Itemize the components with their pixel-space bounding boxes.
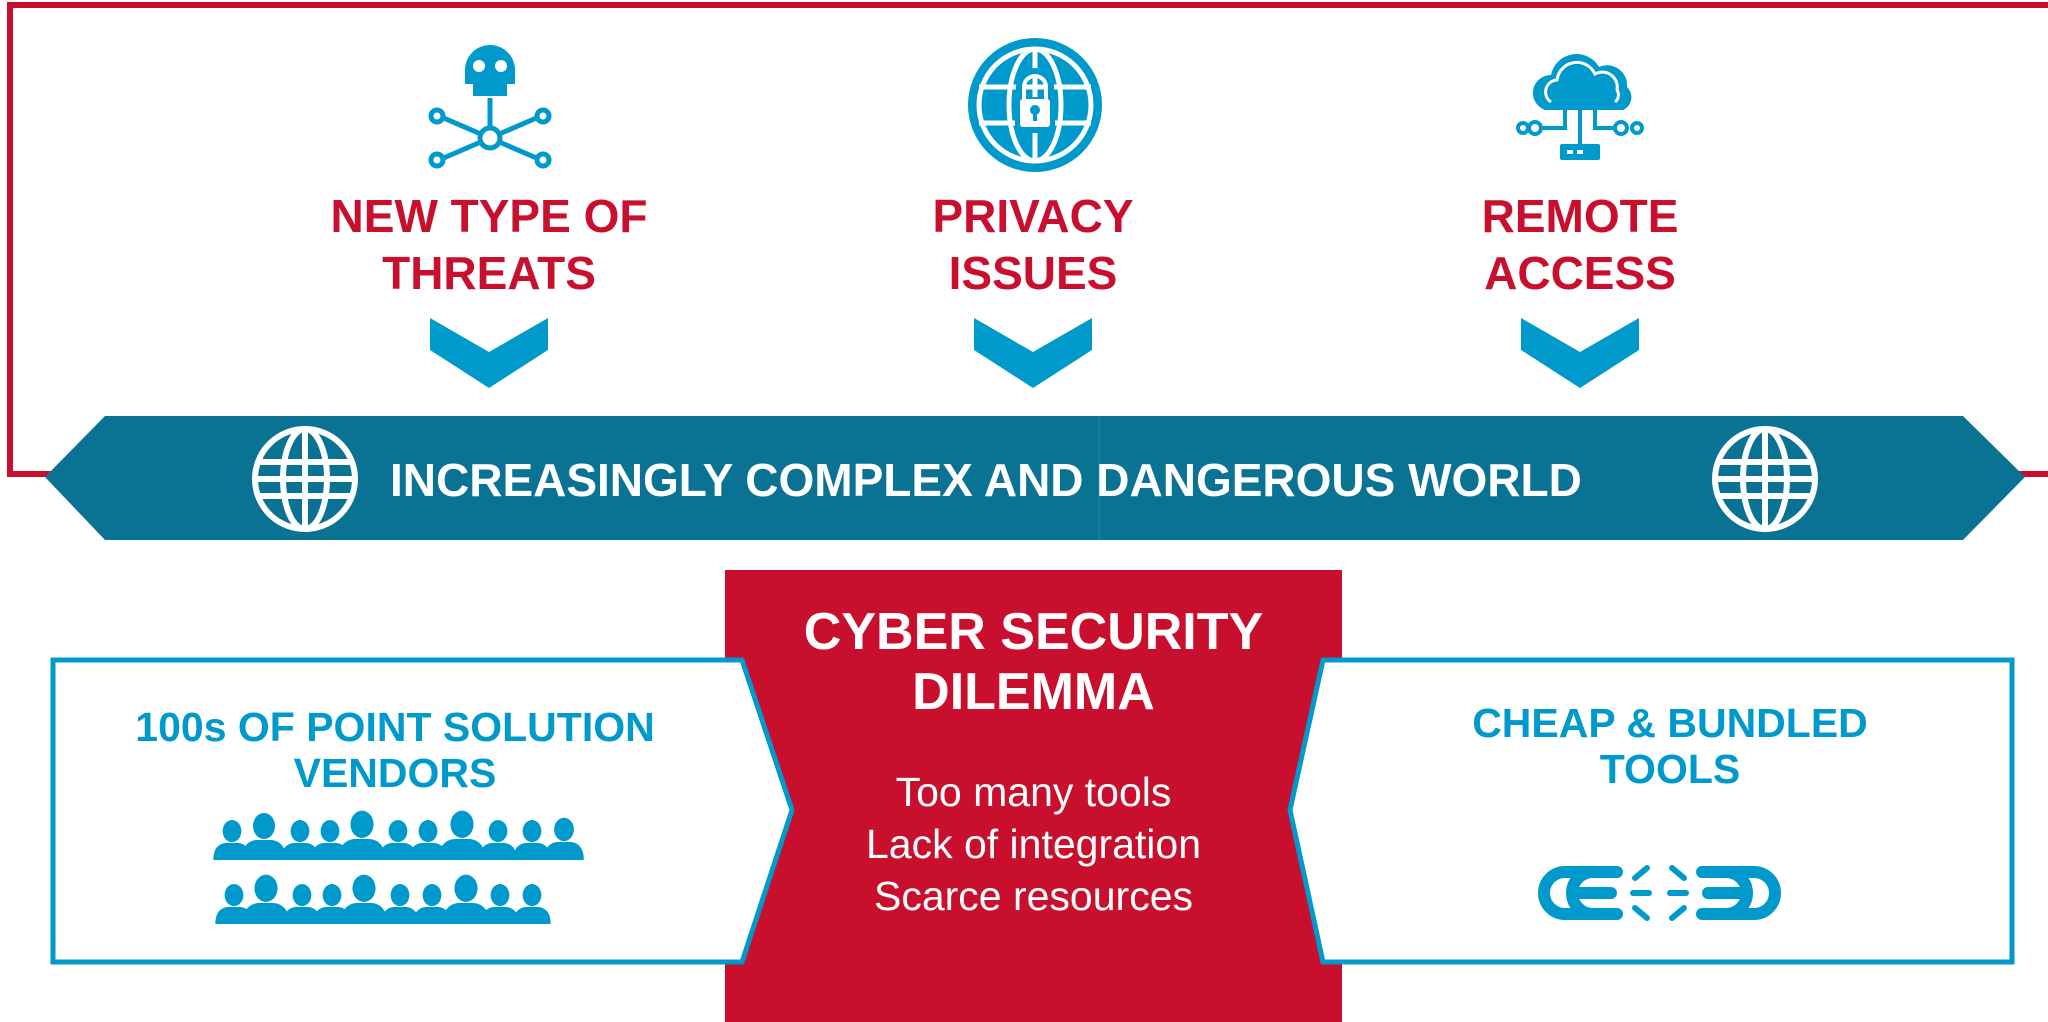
threat-title-line: ISSUES bbox=[948, 247, 1118, 299]
person-silhouette bbox=[381, 884, 419, 924]
skull-network-icon bbox=[428, 45, 552, 169]
person-silhouette bbox=[409, 820, 447, 860]
person-silhouette bbox=[281, 820, 319, 860]
threat-title-line: ACCESS bbox=[1484, 247, 1676, 299]
left-panel-title-line: 100s OF POINT SOLUTION bbox=[135, 704, 655, 750]
chevron-down-icon bbox=[974, 318, 1092, 388]
person-silhouette bbox=[213, 820, 251, 860]
right-panel bbox=[1287, 657, 2015, 965]
people-crowd-icon bbox=[213, 810, 584, 924]
person-silhouette bbox=[544, 817, 584, 860]
right-panel-title: CHEAP & BUNDLED TOOLS bbox=[1380, 700, 1960, 792]
banner-band bbox=[45, 416, 2025, 540]
person-silhouette bbox=[338, 810, 386, 860]
person-silhouette bbox=[379, 820, 417, 860]
cloud-network-icon bbox=[1516, 54, 1644, 160]
threat-title-line: THREATS bbox=[382, 247, 596, 299]
chevron-down-icon bbox=[430, 318, 548, 388]
person-silhouette bbox=[479, 820, 517, 860]
person-silhouette bbox=[481, 884, 519, 924]
threat-title-privacy: PRIVACY ISSUES bbox=[823, 188, 1243, 302]
dilemma-title: CYBER SECURITY DILEMMA bbox=[725, 602, 1342, 722]
threat-title-remote-access: REMOTE ACCESS bbox=[1370, 188, 1790, 302]
dilemma-block bbox=[725, 570, 1342, 1022]
broken-chain-icon bbox=[1538, 865, 1781, 921]
dilemma-points: Too many tools Lack of integration Scarc… bbox=[725, 766, 1342, 922]
left-panel-title: 100s OF POINT SOLUTION VENDORS bbox=[90, 704, 700, 796]
globe-icon bbox=[1712, 426, 1818, 532]
threat-title-line: NEW TYPE OF bbox=[330, 190, 648, 242]
globe-lock-icon bbox=[968, 38, 1102, 172]
person-silhouette bbox=[442, 874, 490, 924]
right-panel-title-line: CHEAP & BUNDLED bbox=[1472, 700, 1868, 746]
dilemma-point: Lack of integration bbox=[865, 821, 1202, 867]
dilemma-title-line: DILEMMA bbox=[912, 663, 1155, 721]
threat-title-line: PRIVACY bbox=[932, 190, 1134, 242]
red-frame bbox=[7, 2, 2048, 477]
dilemma-title-line: CYBER SECURITY bbox=[803, 603, 1264, 661]
banner-text: INCREASINGLY COMPLEX AND DANGEROUS WORLD bbox=[390, 454, 1582, 506]
person-silhouette bbox=[513, 884, 551, 924]
person-silhouette bbox=[513, 820, 551, 860]
globe-icon bbox=[252, 426, 358, 532]
banner-seam bbox=[1098, 416, 1100, 540]
person-silhouette bbox=[283, 884, 321, 924]
person-silhouette bbox=[340, 874, 388, 924]
person-silhouette bbox=[413, 884, 451, 924]
threat-title-new-threats: NEW TYPE OF THREATS bbox=[279, 188, 699, 302]
person-silhouette bbox=[242, 813, 286, 860]
person-silhouette bbox=[242, 874, 290, 924]
dilemma-point: Too many tools bbox=[895, 769, 1172, 815]
left-panel-title-line: VENDORS bbox=[293, 750, 497, 796]
threat-title-line: REMOTE bbox=[1481, 190, 1679, 242]
right-panel-title-line: TOOLS bbox=[1599, 746, 1741, 792]
chevron-down-icon bbox=[1521, 318, 1639, 388]
person-silhouette bbox=[438, 810, 486, 860]
dilemma-point: Scarce resources bbox=[873, 873, 1193, 919]
